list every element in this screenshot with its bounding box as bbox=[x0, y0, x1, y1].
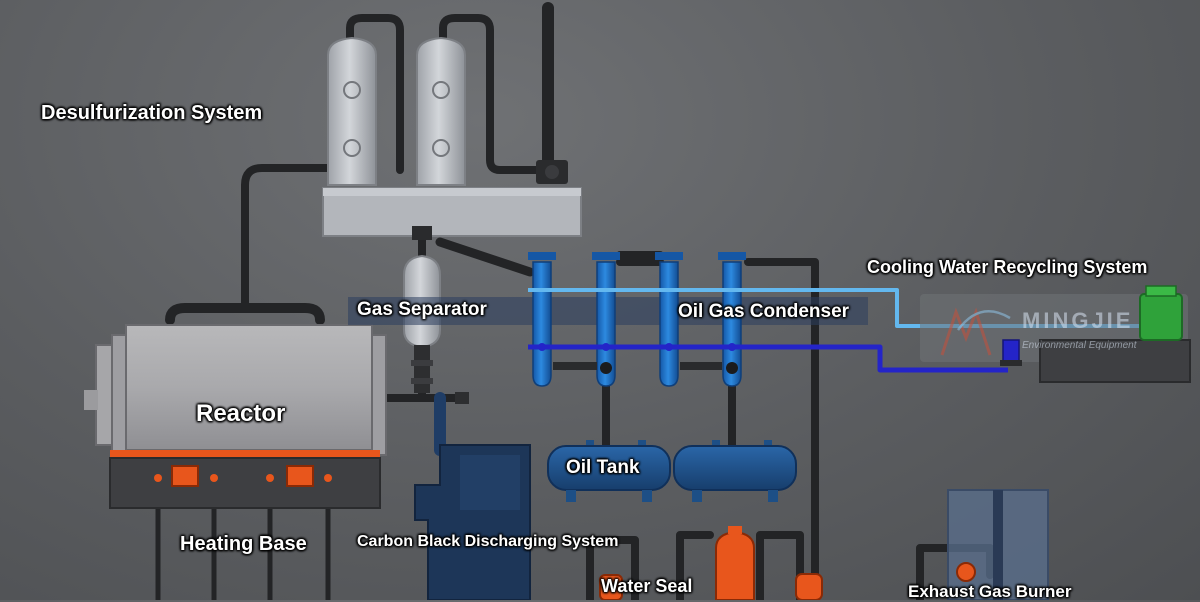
exhaust-burner-fan bbox=[956, 562, 976, 582]
cooling-tower bbox=[1139, 293, 1183, 341]
reactor-door-flange bbox=[95, 344, 113, 446]
label-oil-gas-condenser: Oil Gas Condenser bbox=[678, 301, 850, 322]
desulfurization-tower-left bbox=[327, 36, 377, 186]
pipe-reactor-to-desulfurization bbox=[241, 164, 334, 309]
pipe-condenser-top bbox=[616, 251, 664, 266]
condenser-tube-4 bbox=[718, 252, 746, 387]
pipe-tower-loop-right bbox=[439, 14, 544, 174]
water-seal bbox=[599, 526, 823, 600]
pipe-water-seal-left bbox=[586, 536, 639, 600]
cooling-return-line bbox=[528, 344, 1008, 373]
burner-port-right bbox=[286, 465, 314, 487]
watermark-brand: MINGJIE bbox=[1022, 308, 1134, 333]
pipe-reactor-top bbox=[165, 303, 325, 325]
oil-tank-1 bbox=[547, 440, 671, 502]
watermark-tagline: Environmental Equipment bbox=[1022, 340, 1137, 351]
heating-base bbox=[109, 457, 381, 509]
oil-gas-condenser bbox=[528, 252, 746, 387]
reactor bbox=[84, 324, 387, 509]
label-desulfurization-system: Desulfurization System bbox=[41, 102, 263, 124]
label-heating-base: Heating Base bbox=[180, 533, 307, 555]
label-exhaust-gas-burner: Exhaust Gas Burner bbox=[908, 582, 1072, 601]
oil-tank-2 bbox=[673, 440, 797, 502]
water-seal-left bbox=[599, 574, 623, 600]
pipe-heating-legs bbox=[155, 477, 331, 600]
burner-port-left bbox=[171, 465, 199, 487]
pipe-separator-to-condenser bbox=[435, 237, 535, 277]
desulfurization-system bbox=[322, 36, 582, 237]
exhaust-gas-burner bbox=[947, 489, 1049, 600]
condenser-tube-1 bbox=[528, 252, 556, 387]
carbon-black-system bbox=[414, 444, 531, 600]
label-reactor: Reactor bbox=[196, 400, 286, 427]
label-oil-tank: Oil Tank bbox=[566, 457, 640, 478]
oil-tanks bbox=[547, 440, 797, 502]
label-water-seal: Water Seal bbox=[601, 576, 693, 596]
circulation-pump bbox=[1002, 339, 1020, 363]
cooling-platform bbox=[1039, 339, 1191, 383]
pipe-tower-loop-left bbox=[346, 14, 404, 174]
label-gas-separator: Gas Separator bbox=[357, 299, 487, 320]
water-seal-small bbox=[795, 573, 823, 600]
water-seal-tank bbox=[715, 530, 755, 600]
condenser-tube-3 bbox=[655, 252, 683, 387]
desulfurization-tower-right bbox=[416, 36, 466, 186]
mingjie-logo-icon bbox=[940, 307, 1011, 356]
pipe-water-seal-right bbox=[756, 531, 804, 600]
cooling-water-system bbox=[920, 285, 1191, 383]
condenser-tube-2 bbox=[592, 252, 620, 387]
reactor-body bbox=[125, 324, 373, 451]
label-carbon-black-discharging-system: Carbon Black Discharging System bbox=[357, 533, 619, 550]
pipe-gas-line-right bbox=[744, 258, 819, 584]
label-cooling-water-recycling-system: Cooling Water Recycling System bbox=[867, 257, 1148, 277]
pipe-water-seal-middle bbox=[676, 531, 714, 600]
